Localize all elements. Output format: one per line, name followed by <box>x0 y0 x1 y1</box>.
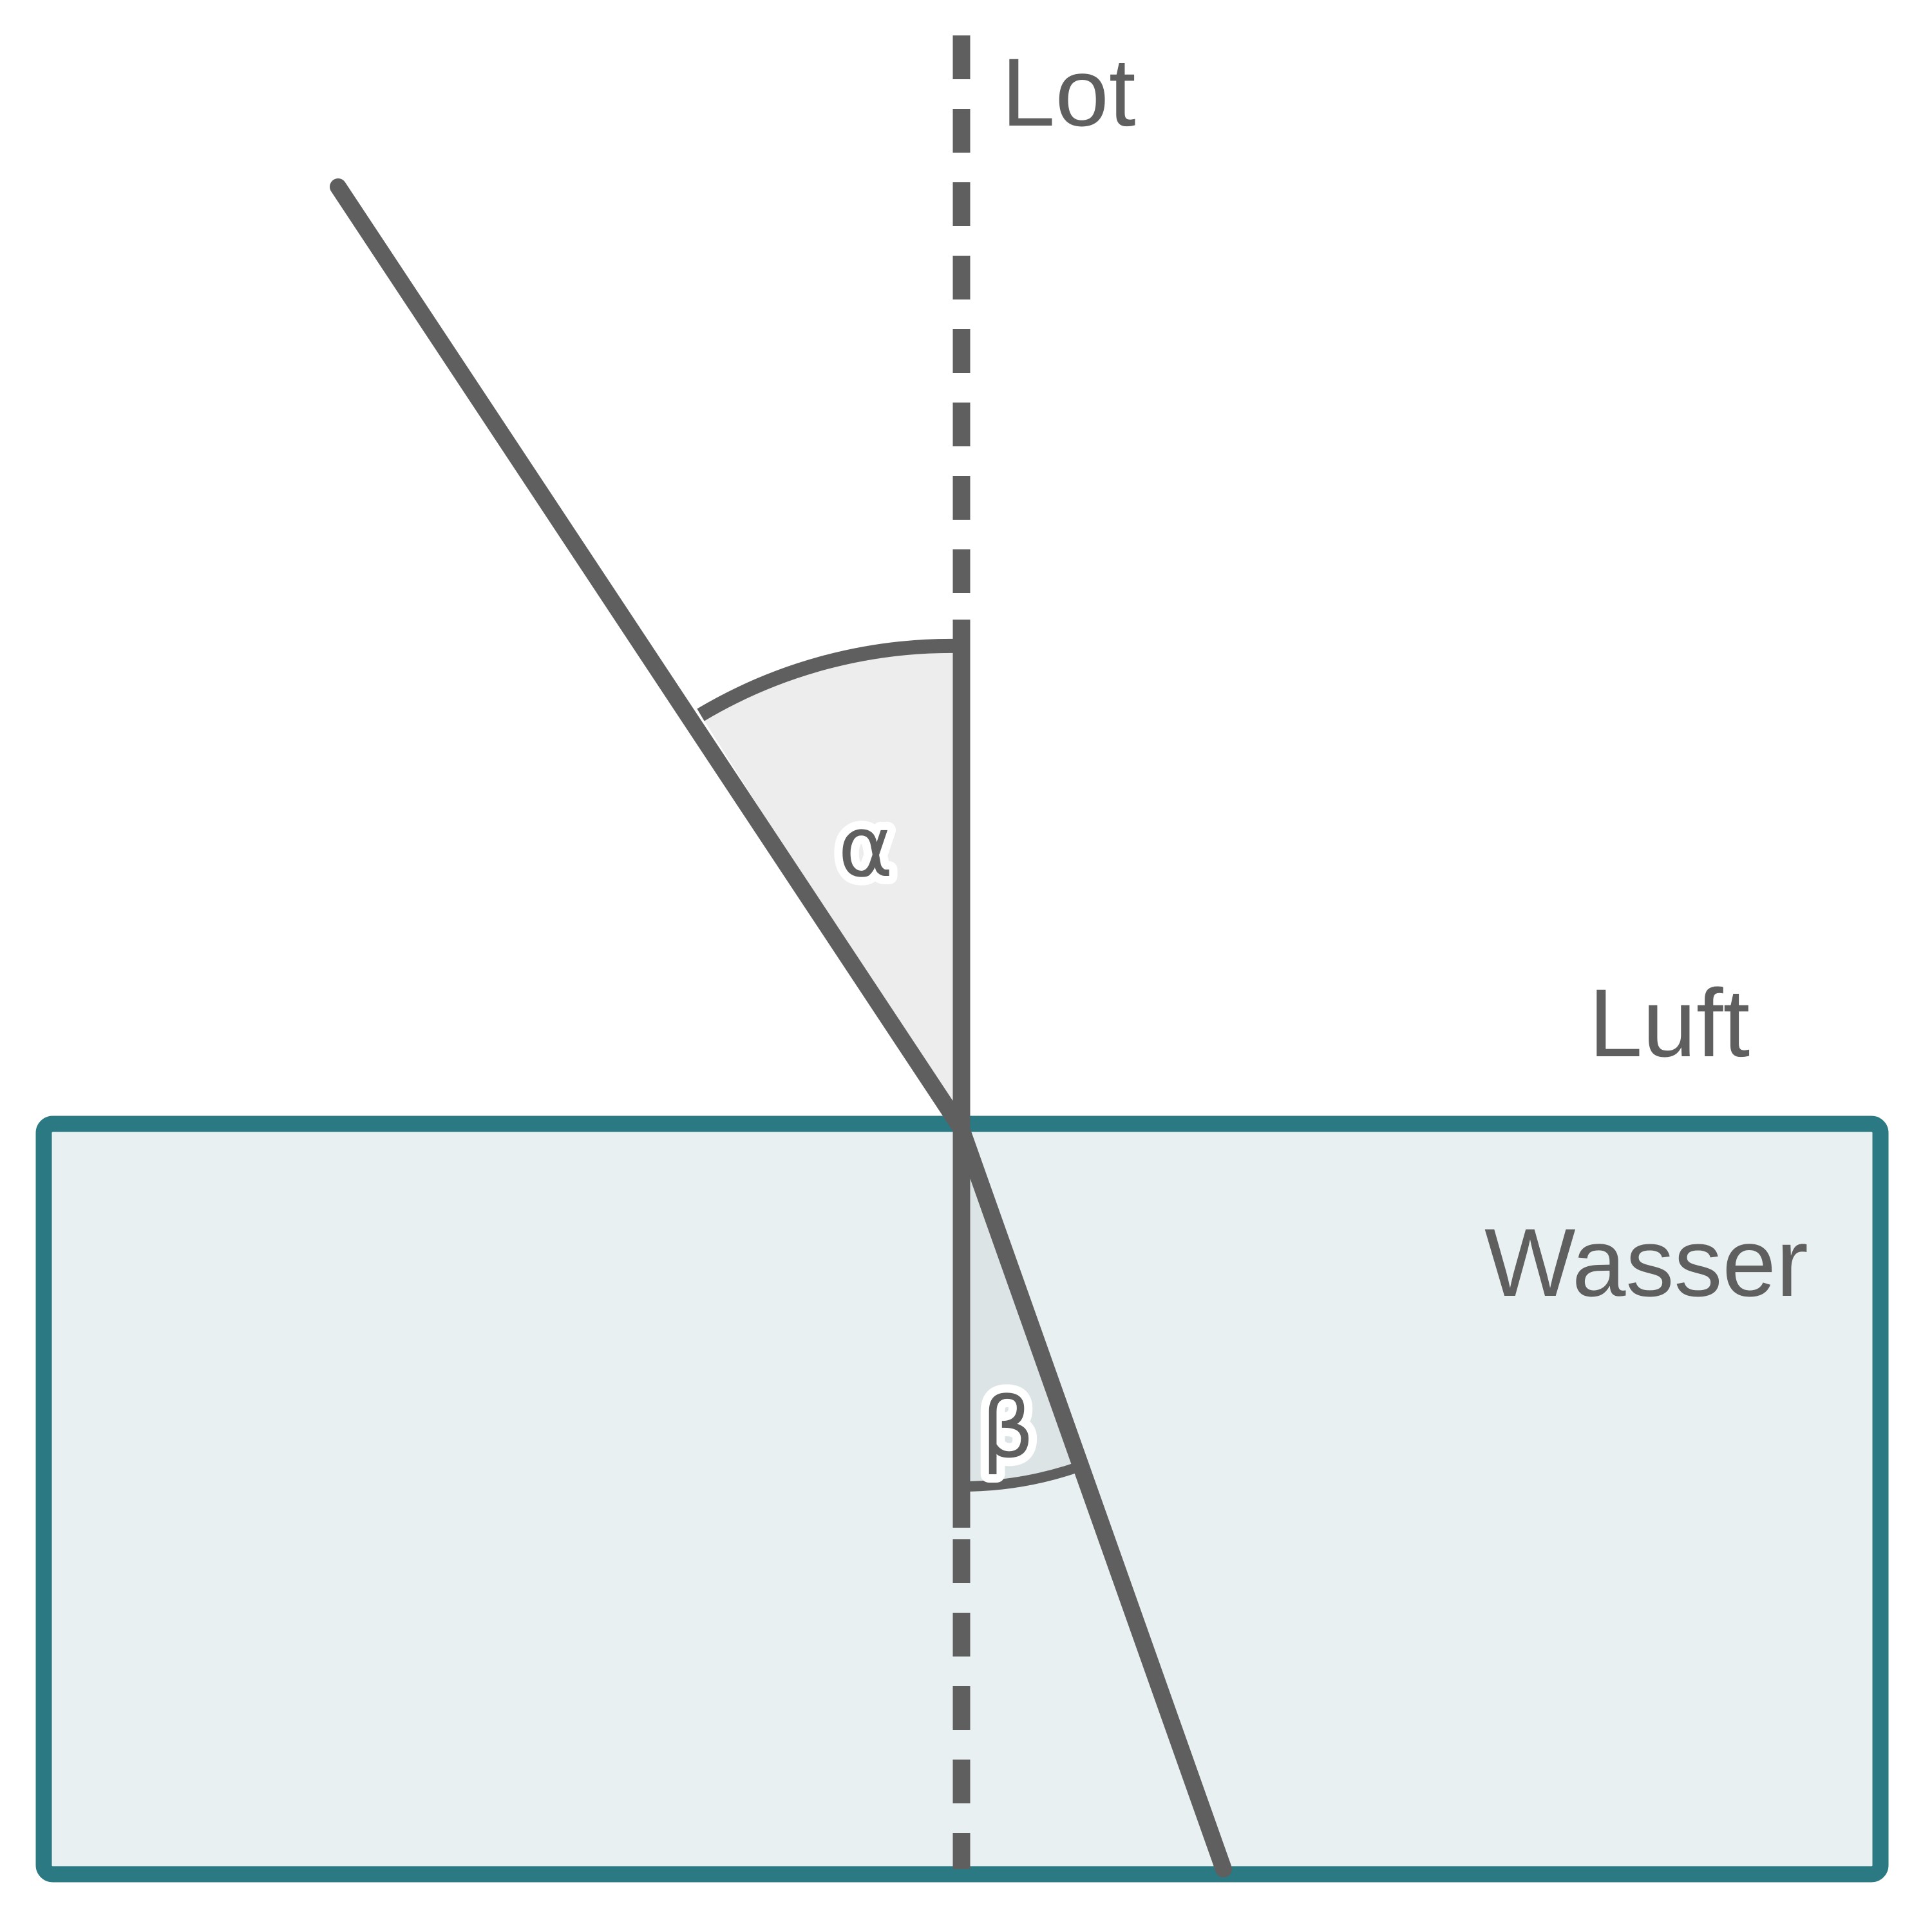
refracted-ray-line <box>953 1121 1232 1877</box>
beta-angle-label: β <box>981 1379 1035 1477</box>
alpha-angle-arc <box>697 638 962 721</box>
alpha-angle-sector <box>701 645 961 1129</box>
incident-ray-line <box>330 178 970 1137</box>
beta-label-halo: β <box>981 1379 1035 1477</box>
beta-angle-arc <box>961 1458 1090 1492</box>
medium-label-wasser: Wasser <box>1484 1208 1808 1316</box>
alpha-label-halo: α <box>838 798 893 896</box>
normal-label-lot: Lot <box>1001 38 1136 146</box>
medium-label-luft: Luft <box>1589 969 1750 1077</box>
alpha-angle-label: α <box>838 798 893 896</box>
